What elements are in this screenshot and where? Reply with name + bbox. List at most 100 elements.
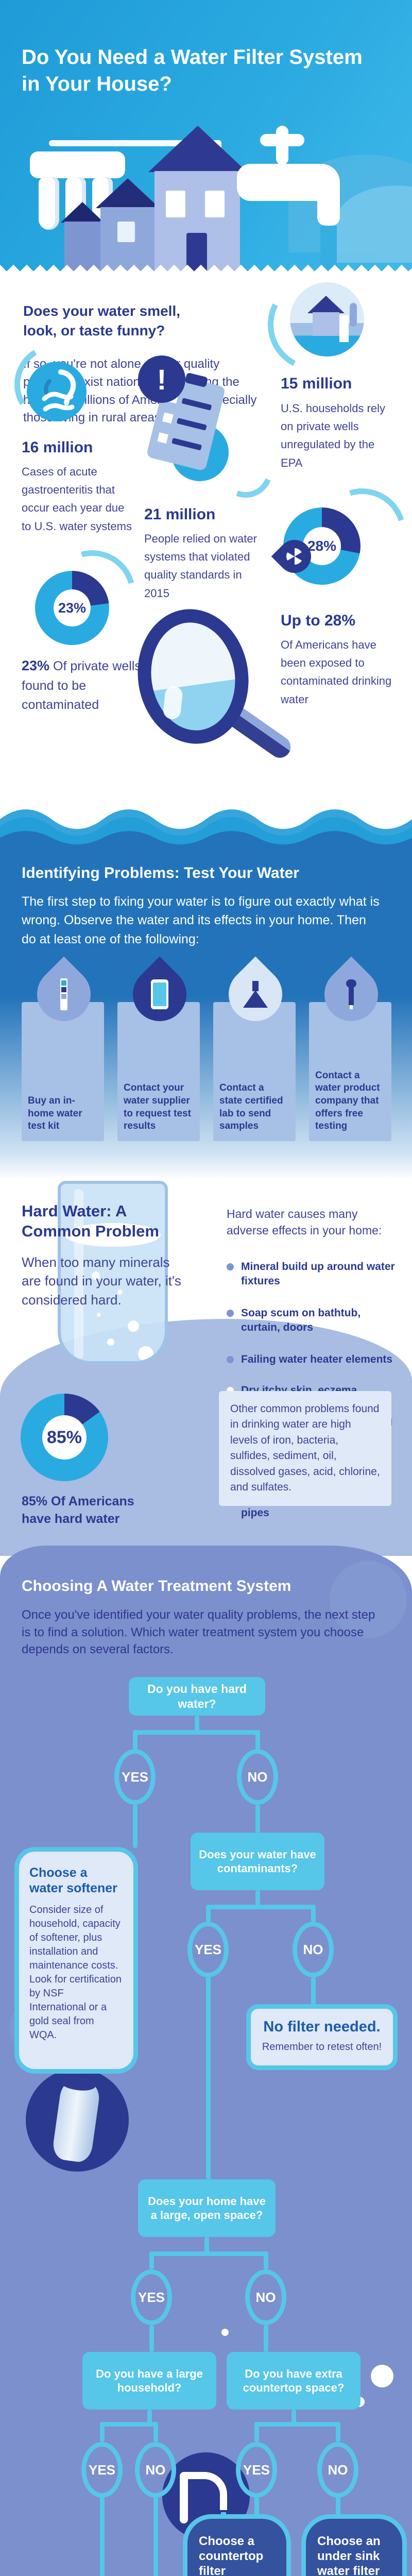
- bubble-decor: [221, 2329, 229, 2336]
- countertop-card: Choose a countertop filter Usually insta…: [183, 2514, 291, 2576]
- radiation-glyph: [286, 548, 303, 565]
- flow-no-household: NO: [135, 2442, 176, 2498]
- flow-line: [153, 2497, 158, 2576]
- flow-line: [153, 2422, 158, 2442]
- flow-line: [264, 2325, 268, 2352]
- flow-q-hard-water: Do you have hard water?: [129, 1677, 265, 1716]
- stat-violations-value: 21 million: [144, 506, 216, 523]
- hard-water-caption: 85% Of Americans have hard water: [22, 1494, 134, 1526]
- effect-item: Soap scum on bathtub, curtain, doors: [227, 1306, 397, 1335]
- glass-water-surface: [65, 1223, 161, 1247]
- choosing-body: Once you've identified your water qualit…: [22, 1608, 375, 1657]
- flask-body: [243, 990, 268, 1008]
- choosing-heading: Choosing A Water Treatment System: [22, 1578, 291, 1595]
- donut-23-label: 23%: [54, 589, 91, 626]
- header-section: [0, 0, 412, 289]
- flow-q-household: Do you have a large household?: [82, 2352, 216, 2410]
- private-well-icon: [290, 282, 364, 357]
- flow-no-space: NO: [245, 2269, 286, 2325]
- no-filter-body: Remember to retest often!: [262, 2041, 382, 2053]
- bubble-decor: [371, 2365, 393, 2387]
- donut-85-label: 85%: [42, 1415, 87, 1460]
- flow-line: [206, 1905, 211, 1922]
- stat-wells-value: 15 million: [281, 375, 352, 392]
- clipboard-row-box: [157, 432, 169, 444]
- flow-line: [204, 2237, 209, 2253]
- faucet-handle-stem: [276, 126, 288, 165]
- testing-heading: Identifying Problems: Test Your Water: [22, 865, 299, 882]
- faucet-body: [237, 164, 340, 201]
- flow-line: [254, 2422, 259, 2442]
- bullet-dot: [227, 1310, 234, 1317]
- flow-yes-space: YES: [131, 2269, 172, 2325]
- house-mid-roof: [96, 178, 160, 208]
- decor-blob: [330, 1561, 407, 1638]
- faucet-glyph-arm: [184, 2472, 227, 2510]
- flask-glyph: [243, 981, 268, 1008]
- clipboard-row-bar: [171, 437, 202, 451]
- house-mid-window: [117, 222, 135, 242]
- flow-line: [264, 2251, 268, 2269]
- test-option-card-supplier: Contact your water supplier to request t…: [117, 1002, 200, 1141]
- test-strip-glyph: [60, 978, 67, 1010]
- softener-card: Choose a water softener Consider size of…: [14, 1847, 138, 2074]
- well-house-body: [313, 312, 339, 336]
- flow-line: [254, 2497, 259, 2517]
- flow-line: [206, 1905, 316, 1909]
- effect-text: Failing water heater elements: [241, 1353, 393, 1365]
- softener-title: Choose a water softener: [29, 1866, 117, 1895]
- faucet-spout: [317, 196, 340, 226]
- flow-yes-hard: YES: [114, 1749, 156, 1805]
- well-tree: [350, 303, 357, 327]
- test-option-card-kit: Buy an in-home water test kit: [22, 1002, 104, 1141]
- flow-no-contaminants: NO: [293, 1922, 334, 1977]
- hard-water-effects-intro: Hard water causes many adverse effects i…: [227, 1207, 382, 1238]
- flow-line: [195, 1716, 199, 1732]
- faucet-glyph-base: [180, 2472, 188, 2523]
- clipboard-row-bar: [176, 418, 207, 431]
- donut-chart-23: 23%: [35, 571, 109, 645]
- flow-line: [336, 2497, 340, 2517]
- flow-line: [133, 1805, 138, 1848]
- grass-silhouette: [0, 261, 412, 274]
- bullet-dot: [227, 1356, 234, 1363]
- flow-q-countertop: Do you have extra countertop space?: [227, 2352, 360, 2410]
- test-option-card-company: Contact a water product company that off…: [309, 1002, 391, 1141]
- flow-line: [149, 2251, 268, 2256]
- flow-line: [133, 1730, 260, 1735]
- test-option-label: Contact a water product company that off…: [315, 1070, 380, 1132]
- bullet-dot: [227, 1263, 234, 1270]
- dropper-glyph: [345, 979, 357, 1009]
- stat-violations-desc: People relied on water systems that viol…: [144, 532, 257, 600]
- flow-line: [149, 2251, 154, 2269]
- flow-line: [255, 1890, 260, 1907]
- well-house-roof: [307, 296, 345, 313]
- no-filter-card: No filter needed. Remember to retest oft…: [246, 2004, 398, 2070]
- strip-pad: [61, 994, 66, 999]
- hard-water-heading: Hard Water: A Common Problem: [22, 1202, 159, 1240]
- stat-23-caption: 23% Of private wells found to be contami…: [22, 655, 150, 715]
- flow-line: [149, 2325, 154, 2352]
- flow-line: [291, 2410, 296, 2427]
- softener-photo: [26, 2069, 129, 2172]
- stat-exposed-value: Up to 28%: [281, 612, 356, 629]
- flow-line: [311, 1905, 316, 1922]
- house-big-roof: [148, 126, 247, 172]
- exclamation-icon: !: [157, 363, 167, 396]
- flow-q-contaminants: Does your water have contaminants?: [191, 1833, 324, 1890]
- filter-unit-manifold: [30, 151, 125, 178]
- flow-line: [100, 2422, 105, 2442]
- strip-pad: [61, 987, 66, 992]
- house-big-window: [166, 191, 185, 217]
- undersink-title: Choose an under sink water filter: [317, 2534, 381, 2576]
- well-tower: [339, 315, 349, 342]
- other-problems-note: Other common problems found in drinking …: [219, 1391, 391, 1506]
- flow-line: [133, 1730, 138, 1750]
- stat-gastro-desc: Cases of acute gastroenteritis that occu…: [22, 465, 132, 533]
- effect-text: Mineral build up around water fixtures: [241, 1261, 395, 1287]
- undersink-card: Choose an under sink water filter Filter…: [301, 2514, 407, 2576]
- filter-cartridge-icon: [39, 177, 59, 230]
- stat-23-bold: 23%: [22, 658, 50, 673]
- countertop-title: Choose a countertop filter: [199, 2534, 264, 2576]
- flow-line: [254, 2422, 340, 2427]
